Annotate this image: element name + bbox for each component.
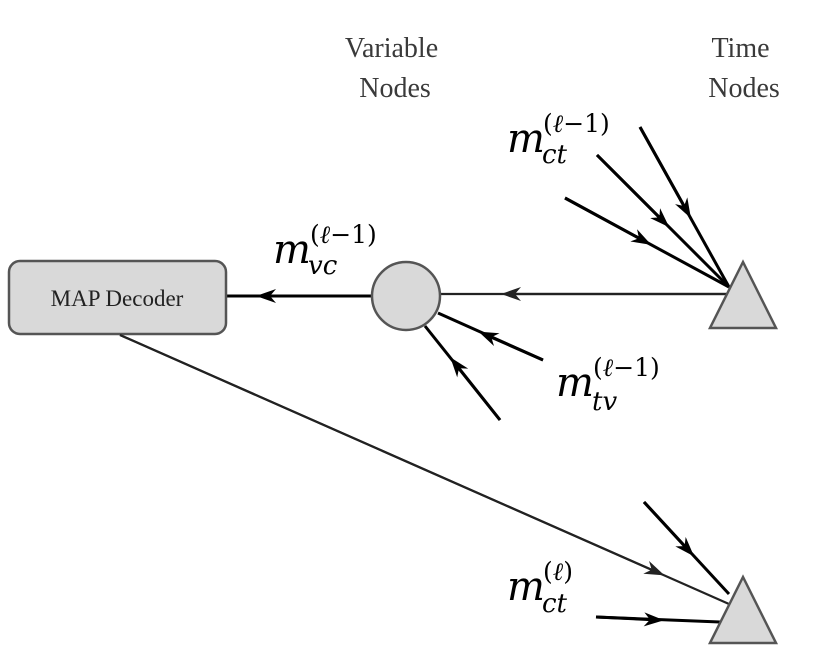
edge-tv-in-2-arrow: [450, 357, 502, 421]
edge-ct-curr-in-2-arrow: [595, 612, 664, 627]
label-m-tv-prev-sub: tv: [592, 387, 617, 417]
edge-ct-in-2-arrow: [595, 153, 670, 228]
label-m-vc-prev-sub: vc: [308, 251, 338, 281]
time-node-lower: [707, 574, 779, 645]
label-m-tv-prev-sup: (ℓ−1): [593, 353, 660, 382]
label-m-ct-curr: m (ℓ) ct: [507, 557, 573, 619]
variable-nodes-header-line2: Nodes: [359, 73, 431, 104]
label-m-ct-prev-sup: (ℓ−1): [543, 109, 610, 138]
map-decoder-box: [7, 259, 228, 336]
label-m-ct-prev-sub: ct: [542, 140, 568, 170]
variable-nodes-header-line1: Variable: [345, 33, 438, 64]
edge-decoder-to-time-arrow: [119, 333, 665, 576]
edge-ct-in-3-arrow: [564, 196, 652, 245]
variable-nodes-header: Variable Nodes: [345, 33, 445, 104]
label-m-tv-prev-base: m: [556, 360, 594, 406]
label-m-tv-prev: m (ℓ−1) tv: [556, 353, 660, 417]
label-m-vc-prev: m (ℓ−1) vc: [273, 220, 377, 281]
label-m-ct-prev: m (ℓ−1) ct: [507, 109, 610, 170]
time-nodes-header: Time Nodes: [708, 33, 780, 104]
edge-tv-in-1-arrow: [478, 331, 544, 362]
label-m-vc-prev-base: m: [273, 227, 311, 273]
time-nodes-header-line1: Time: [711, 33, 769, 64]
label-m-vc-prev-sup: (ℓ−1): [310, 220, 377, 249]
edge-ct-in-1-arrow: [638, 126, 691, 219]
edge-ct-curr-in-1-arrow: [642, 500, 695, 557]
time-node-upper: [707, 259, 779, 330]
variable-node: [370, 260, 442, 332]
map-decoder-label: MAP Decoder: [51, 286, 184, 311]
time-nodes-header-line2: Nodes: [708, 73, 780, 104]
label-m-ct-curr-sup: (ℓ): [543, 557, 573, 586]
label-m-ct-curr-sub: ct: [542, 589, 568, 619]
label-m-ct-prev-base: m: [507, 116, 545, 162]
label-m-ct-curr-base: m: [507, 564, 545, 610]
map-decoder-block: MAP Decoder: [7, 259, 228, 336]
